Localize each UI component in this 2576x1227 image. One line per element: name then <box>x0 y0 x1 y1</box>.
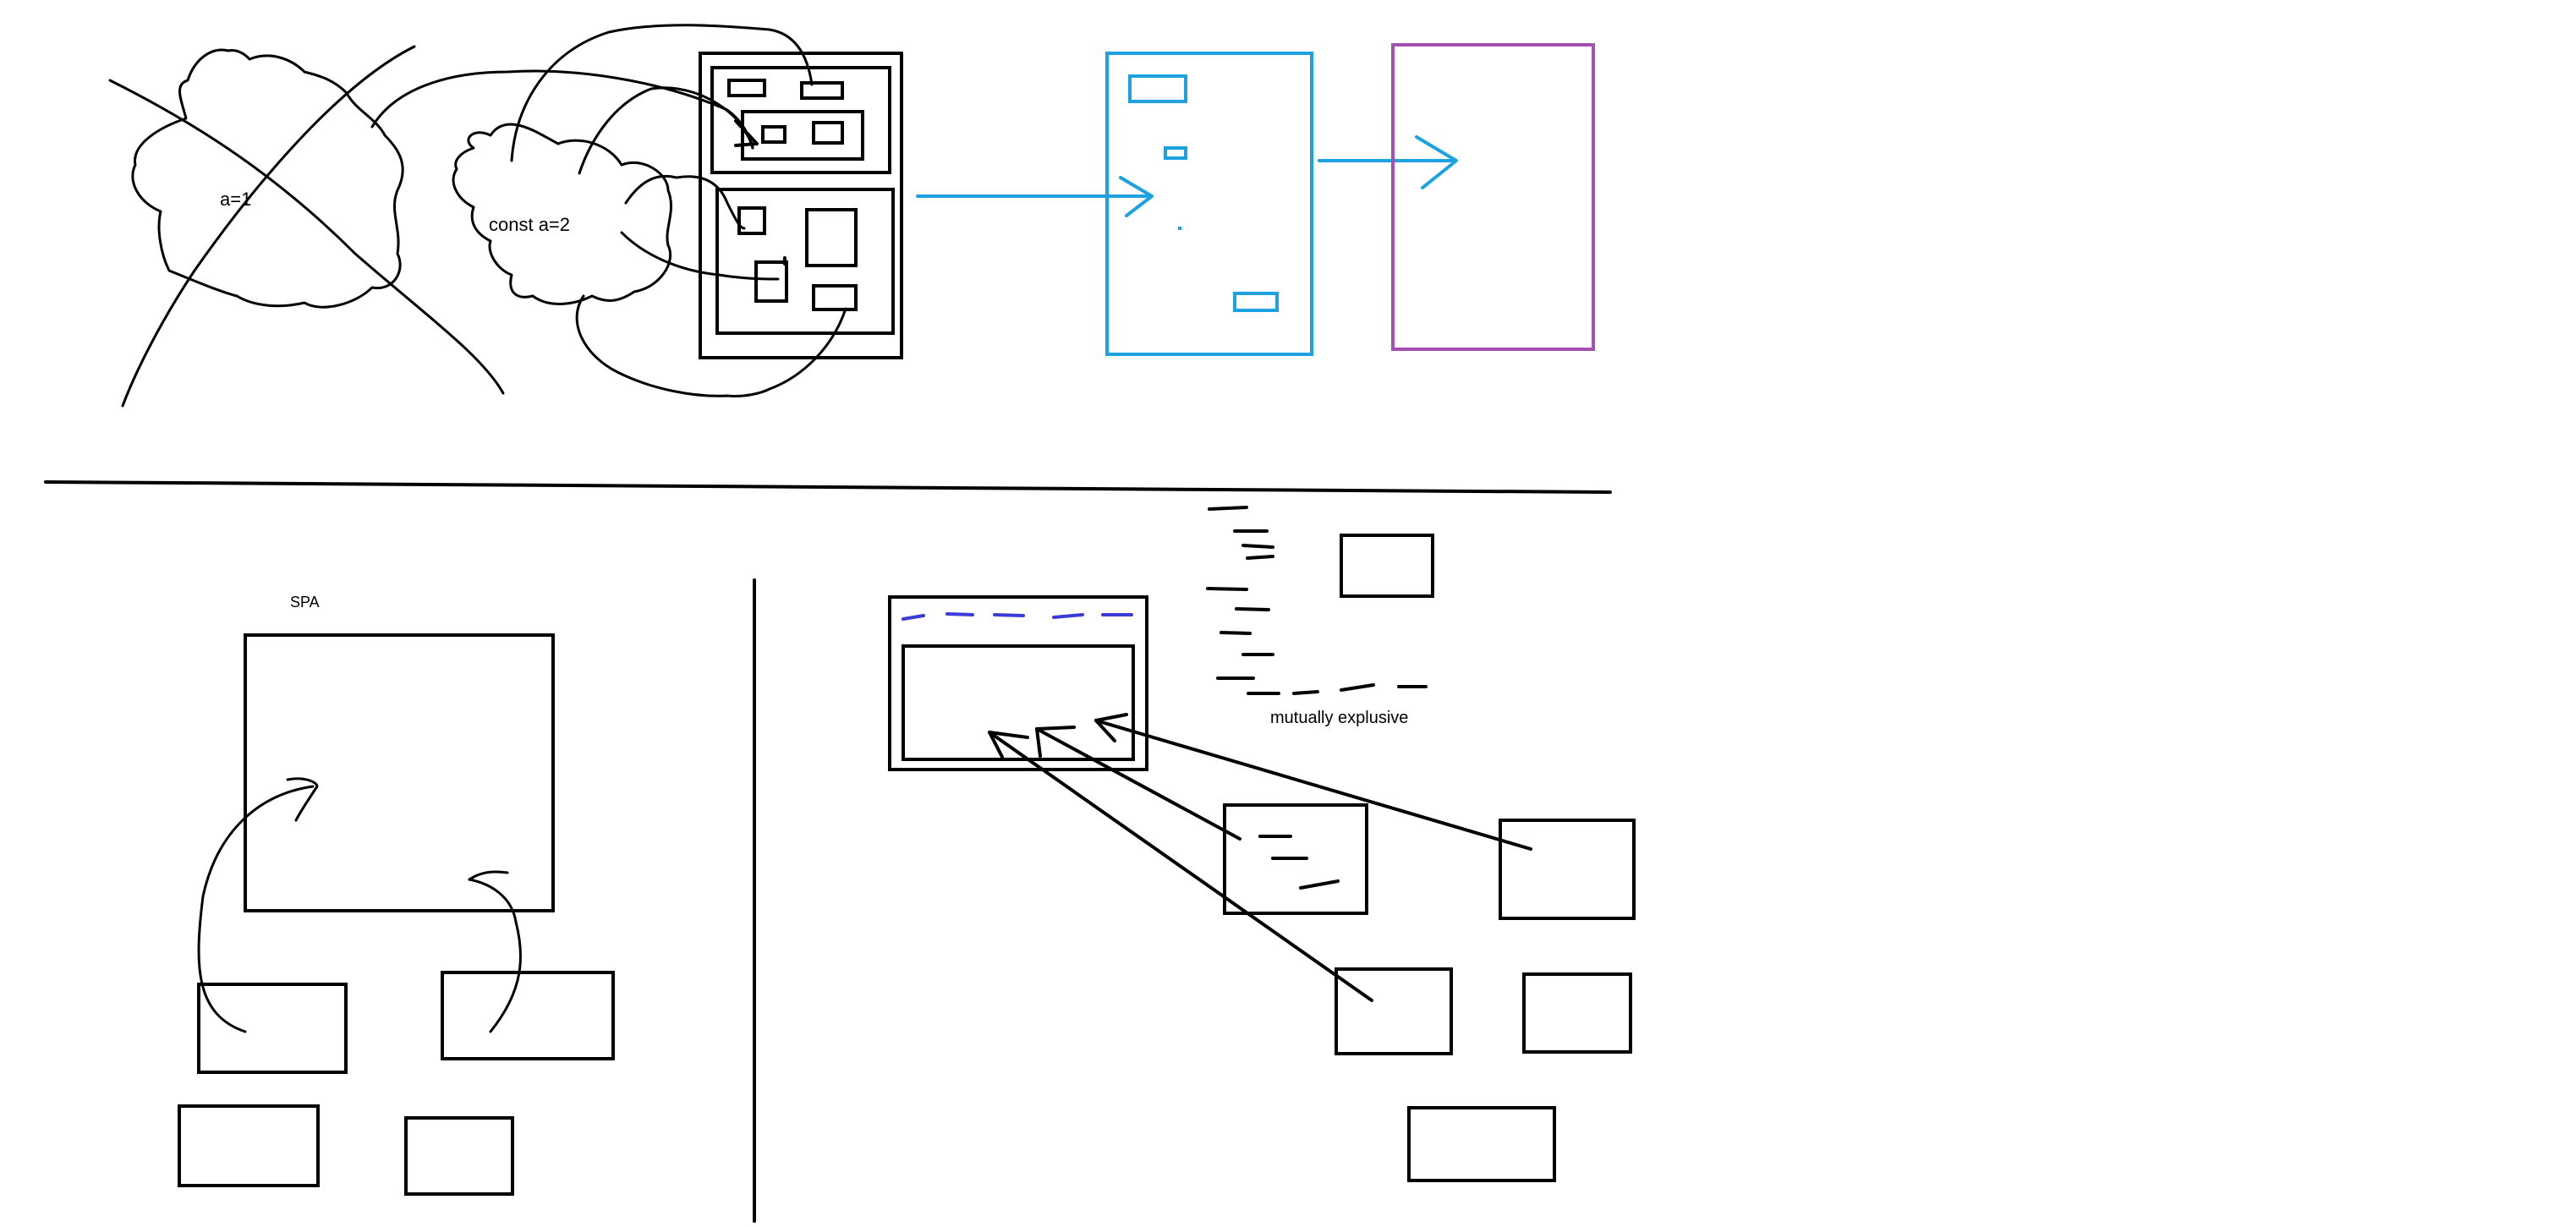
route-arrows <box>988 713 1532 1002</box>
mutually-exclusive-label: mutually explusive <box>1270 709 1408 727</box>
scope-cloud-inner <box>452 123 847 397</box>
component-tree-box <box>699 52 903 359</box>
route-boxes <box>1223 534 1636 1182</box>
spa-arrows <box>197 777 523 1033</box>
rendered-output-box-blue <box>1105 52 1313 356</box>
dash-marks <box>1206 506 1428 695</box>
scope-cloud-outer-crossing-lines <box>108 45 505 408</box>
spa-container-box <box>244 633 555 912</box>
blue-arrow-2 <box>1318 135 1458 189</box>
scope-cloud-outer <box>131 48 404 309</box>
spa-label: SPA <box>290 594 320 611</box>
scope-label-a1: a=1 <box>220 189 251 210</box>
scope-label-const-a2: const a=2 <box>489 214 570 235</box>
final-output-box-purple <box>1391 43 1595 351</box>
blue-arrow-1 <box>916 176 1154 217</box>
cloud-to-component-connectors <box>370 24 814 281</box>
spa-page-boxes <box>178 971 615 1196</box>
target-window-box <box>888 595 1148 771</box>
horizontal-divider <box>44 480 1612 494</box>
